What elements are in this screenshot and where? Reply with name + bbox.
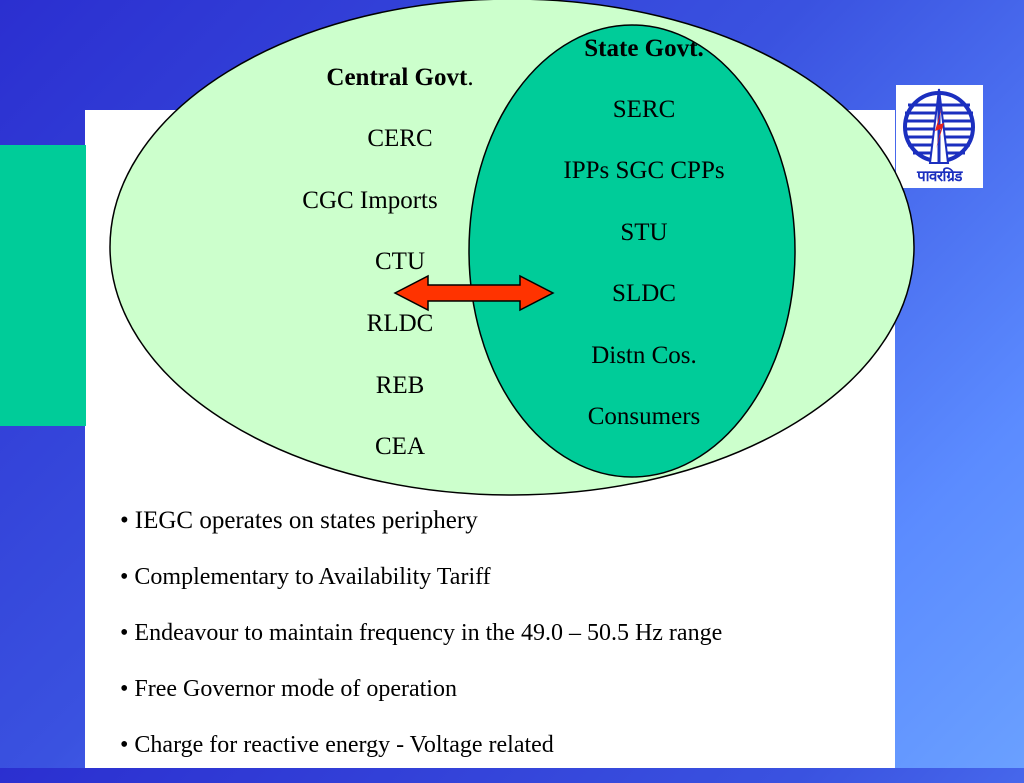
central-item-cea: CEA: [375, 433, 425, 460]
powergrid-logo: पावरग्रिड: [896, 85, 983, 188]
logo-text: पावरग्रिड: [917, 167, 962, 185]
bullet-item: •Complementary to Availability Tariff: [120, 564, 491, 590]
tower-logo-icon: [903, 88, 975, 164]
central-item-rldc: RLDC: [366, 310, 434, 337]
state-govt-ellipse: [468, 24, 796, 478]
central-item-cerc: CERC: [367, 125, 433, 152]
central-item-reb: REB: [375, 372, 425, 399]
state-item-sldc: SLDC: [612, 280, 676, 307]
central-item-cgc-imports: CGC Imports: [302, 187, 438, 214]
bullet-list: •IEGC operates on states periphery •Comp…: [120, 503, 920, 783]
bullet-item: •Charge for reactive energy - Voltage re…: [120, 732, 554, 758]
central-govt-title: Central Govt.: [326, 64, 474, 91]
state-item-distn-cos: Distn Cos.: [591, 342, 697, 369]
state-item-serc: SERC: [612, 96, 676, 123]
bullet-item: •Endeavour to maintain frequency in the …: [120, 620, 723, 646]
state-item-ipps-sgc-cpps: IPPs SGC CPPs: [563, 157, 725, 184]
double-arrow: [393, 274, 555, 312]
central-item-ctu: CTU: [375, 248, 425, 275]
bullet-item: •Free Governor mode of operation: [120, 676, 457, 702]
state-govt-title: State Govt.: [584, 35, 704, 62]
state-item-consumers: Consumers: [587, 403, 701, 430]
state-item-stu: STU: [620, 219, 668, 246]
bullet-item: •IEGC operates on states periphery: [120, 507, 478, 534]
accent-bar: [0, 145, 86, 426]
